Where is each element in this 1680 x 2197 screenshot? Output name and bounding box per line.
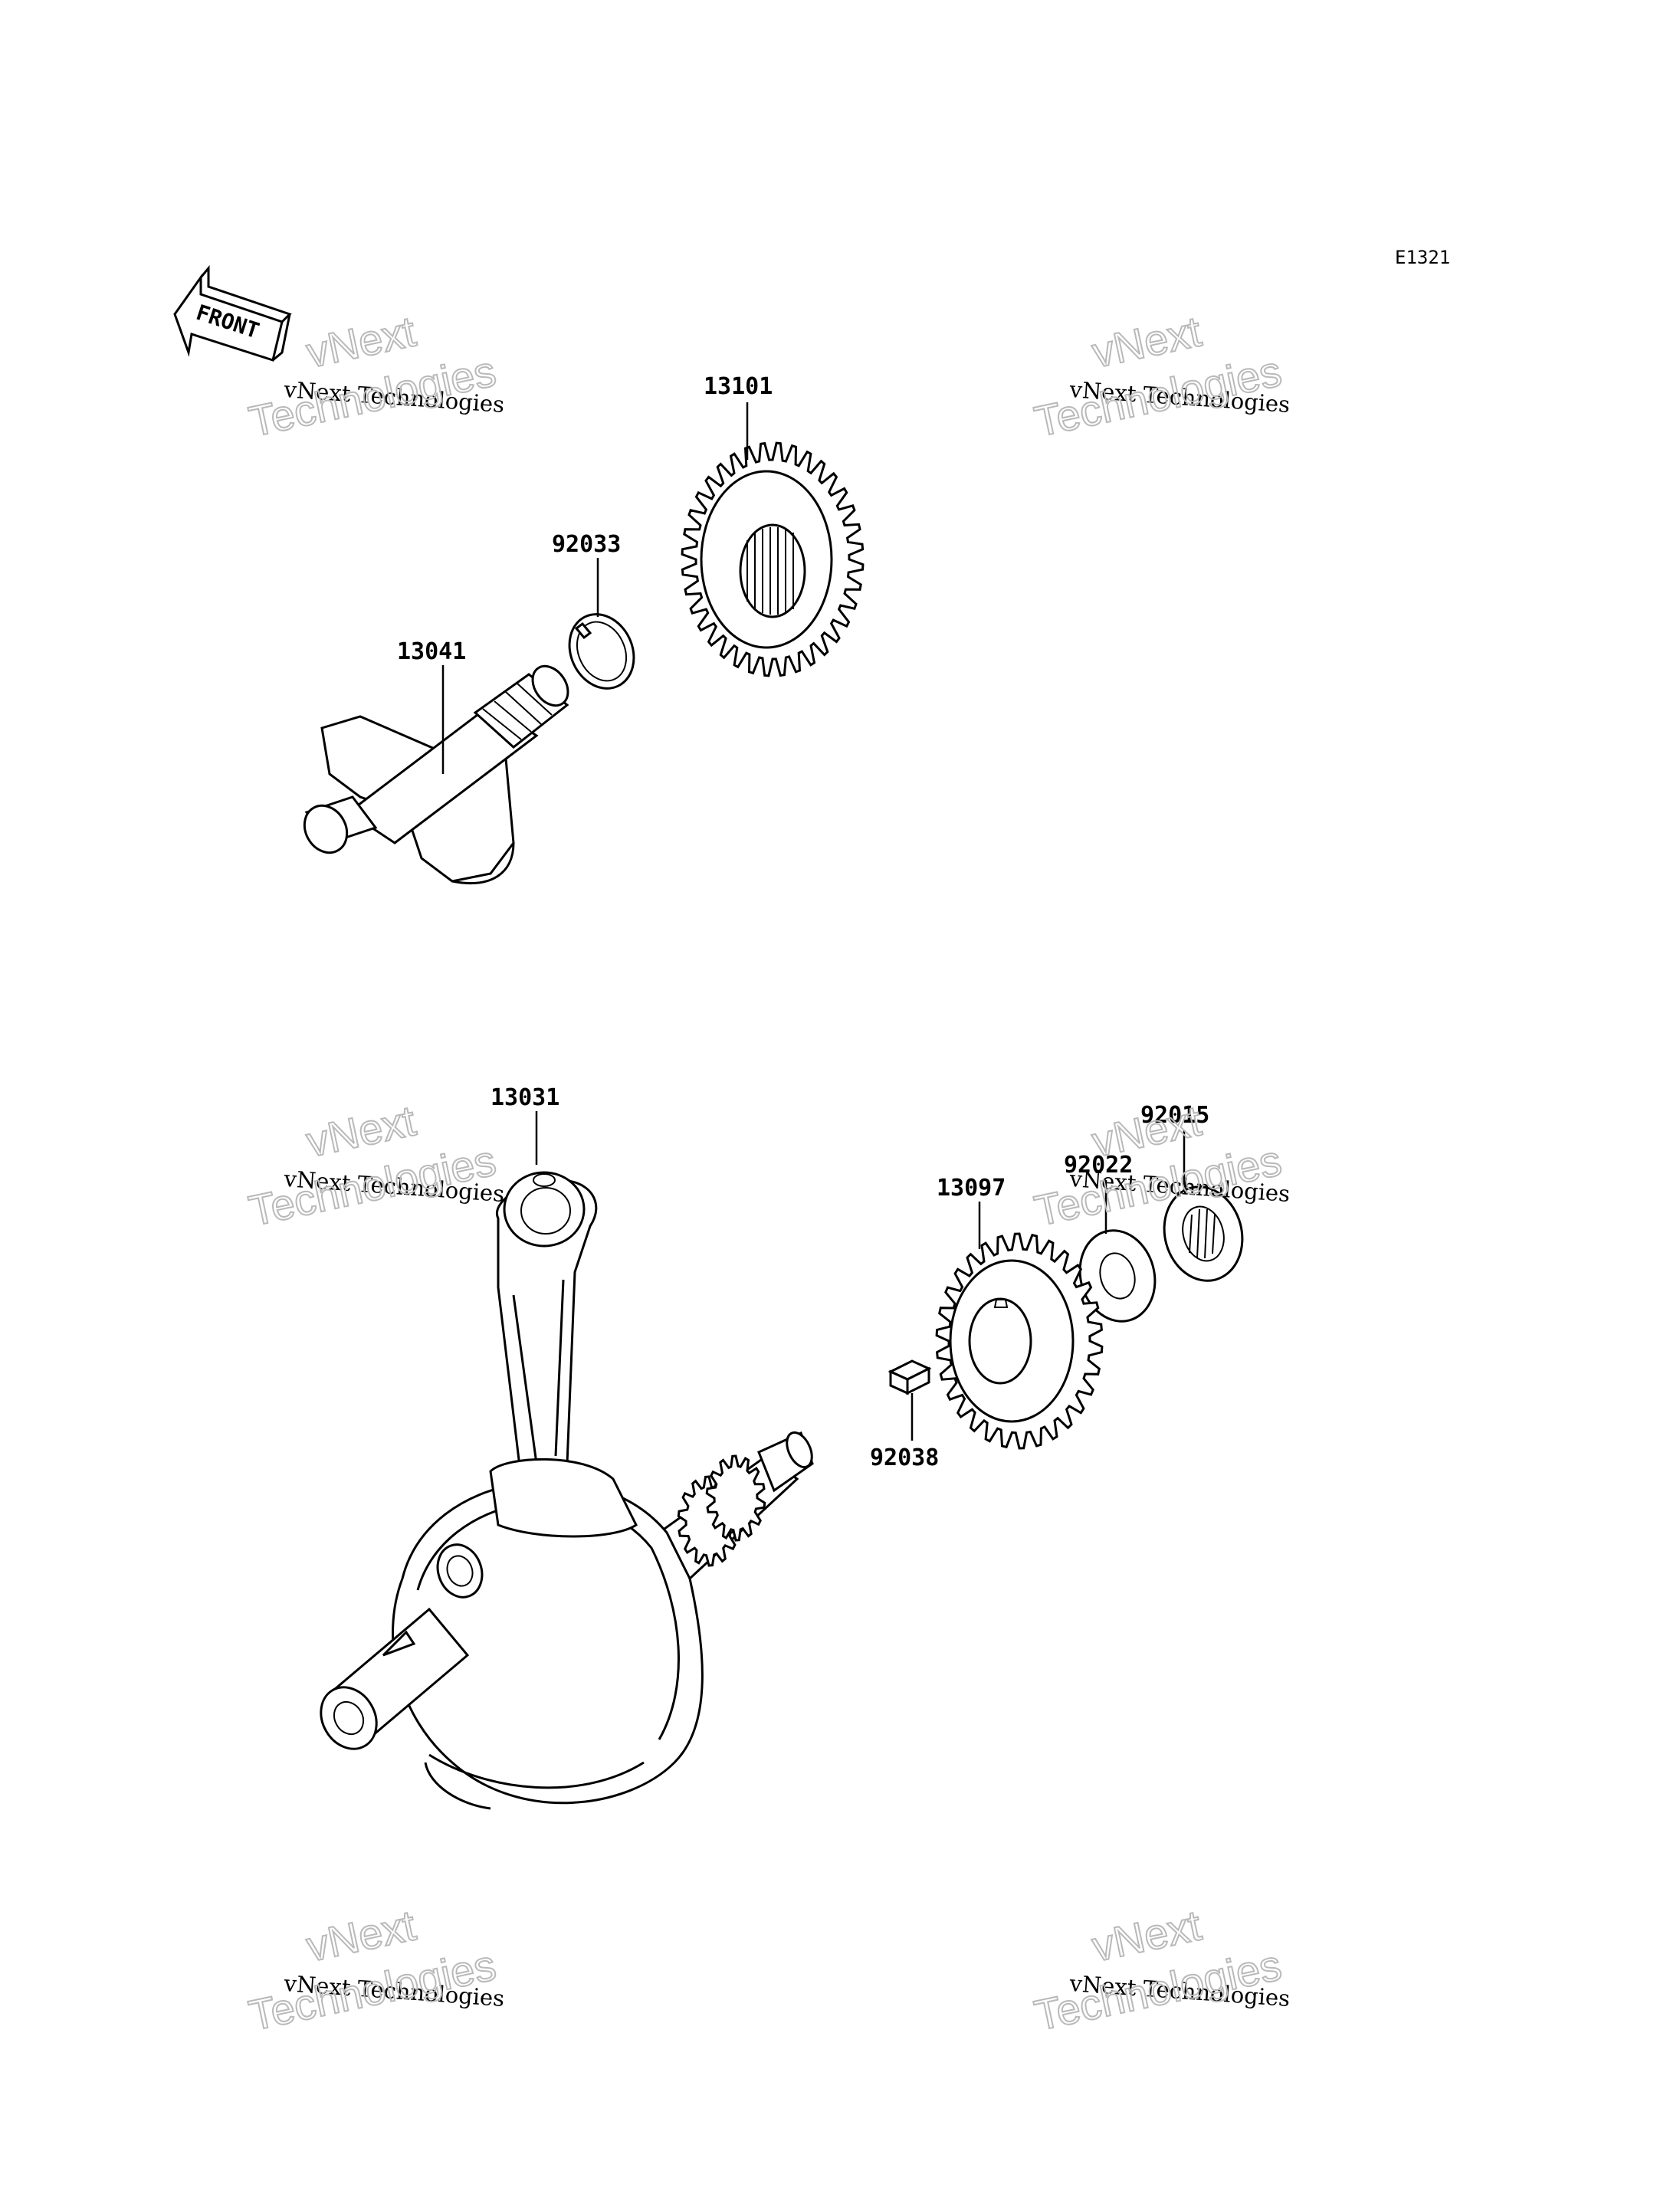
watermark-middle-left: vNext vNext Technologies Technologies xyxy=(244,1095,505,1235)
part-label-92022: 92022 xyxy=(1064,1152,1133,1179)
watermark-middle-right: vNext vNext Technologies Technologies xyxy=(1029,1095,1291,1235)
part-label-13031: 13031 xyxy=(491,1084,559,1111)
crankshaft-13031-icon xyxy=(320,1171,814,1810)
front-arrow-icon: FRONT xyxy=(173,264,292,362)
part-label-13097: 13097 xyxy=(937,1175,1006,1202)
circlip-92033-icon xyxy=(568,613,635,690)
reference-code: E1321 xyxy=(1395,247,1450,268)
part-label-92038: 92038 xyxy=(870,1444,939,1471)
balancer-shaft-13041-icon xyxy=(303,664,569,885)
part-label-92015: 92015 xyxy=(1140,1102,1209,1129)
watermark-top-left: vNext vNext Technologies Technologies xyxy=(244,306,505,446)
watermark-bottom-right: vNext vNext Technologies Technologies xyxy=(1029,1900,1291,2040)
watermark-bottom-left: vNext vNext Technologies Technologies xyxy=(244,1900,505,2040)
gear-13101-icon xyxy=(681,441,865,677)
gear-13097-icon xyxy=(935,1232,1104,1450)
washer-92015-icon xyxy=(1163,1185,1244,1282)
part-label-13101: 13101 xyxy=(704,373,773,400)
watermark-top-right: vNext vNext Technologies Technologies xyxy=(1029,306,1291,446)
part-label-92033: 92033 xyxy=(552,531,621,558)
key-92038-icon xyxy=(888,1359,932,1395)
part-label-13041: 13041 xyxy=(397,638,466,665)
